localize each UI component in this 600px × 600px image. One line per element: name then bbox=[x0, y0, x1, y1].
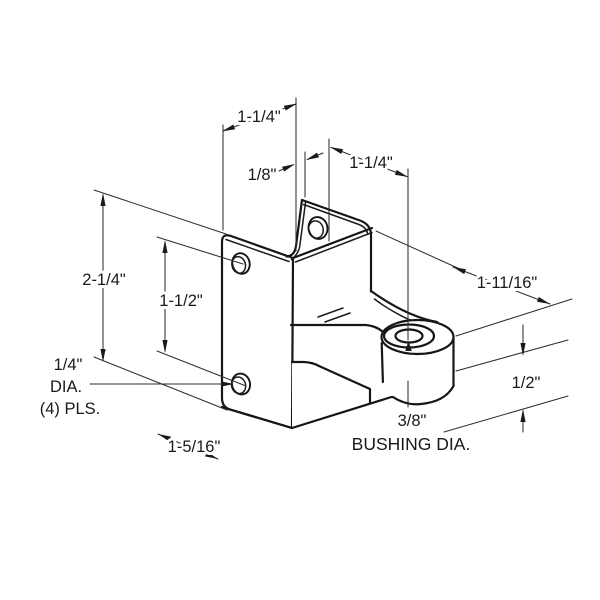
web bbox=[317, 307, 351, 323]
dim-plate-width: 1-1/4" bbox=[237, 108, 281, 126]
flange-top-edge bbox=[300, 198, 373, 293]
dimensions: 1-1/4" 1/8" 1-1/4" 2-1/4" 1-1/2" 1-11/16… bbox=[37, 97, 573, 460]
bend-line bbox=[317, 307, 344, 318]
bushing-arrow bbox=[405, 341, 412, 351]
dim-flange-to-bushing: 1-1/4" bbox=[349, 154, 393, 172]
web-top-edge bbox=[291, 226, 374, 260]
boss-left-side bbox=[380, 341, 384, 384]
dim-plate-height: 2-1/4" bbox=[82, 271, 126, 289]
bushing-hole bbox=[394, 328, 424, 344]
dim-boss-thickness: 1/2" bbox=[512, 374, 541, 392]
bracket-outline bbox=[220, 198, 455, 430]
dim-base-depth: 1-5/16" bbox=[168, 438, 221, 456]
note-mount-hole-places: (4) PLS. bbox=[40, 400, 101, 418]
bushing-boss bbox=[380, 318, 455, 406]
note-mount-hole-dia: DIA. bbox=[50, 378, 82, 396]
lower-body bbox=[220, 360, 395, 430]
note-mount-hole-size: 1/4" bbox=[54, 356, 83, 374]
boss-bottom-edge bbox=[391, 384, 455, 406]
dim-slot-gap: 1/8" bbox=[248, 166, 277, 184]
dim-arm-length: 1-11/16" bbox=[477, 274, 538, 292]
mounting-flange bbox=[285, 198, 374, 293]
bend-line bbox=[324, 312, 351, 323]
bottom-edge bbox=[220, 395, 395, 430]
plate-thickness-line bbox=[225, 238, 290, 263]
note-bushing-label: BUSHING DIA. bbox=[352, 434, 471, 454]
back-plate bbox=[220, 234, 295, 430]
flange-hole bbox=[307, 216, 329, 240]
flange-thickness-line bbox=[302, 203, 369, 235]
dim-hole-spacing: 1-1/2" bbox=[159, 292, 203, 310]
note-bushing-size: 3/8" bbox=[398, 412, 427, 430]
